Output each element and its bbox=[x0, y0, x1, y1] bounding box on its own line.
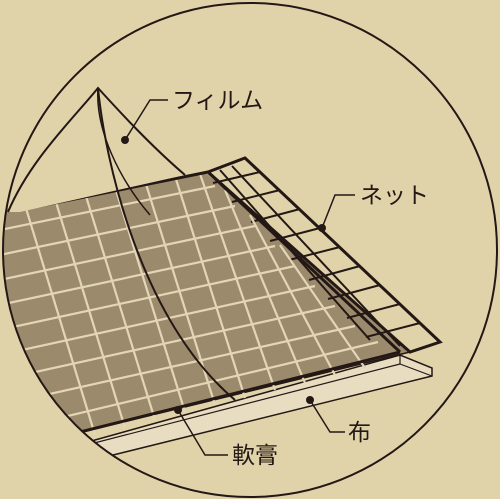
film-dot bbox=[121, 136, 129, 144]
ointment-dot bbox=[174, 406, 182, 414]
net-dot bbox=[318, 224, 326, 232]
label-net: ネット bbox=[360, 183, 429, 209]
cloth-dot bbox=[306, 396, 314, 404]
label-cloth: 布 bbox=[348, 420, 371, 446]
label-ointment: 軟膏 bbox=[232, 443, 278, 469]
label-film: フィルム bbox=[172, 88, 263, 114]
